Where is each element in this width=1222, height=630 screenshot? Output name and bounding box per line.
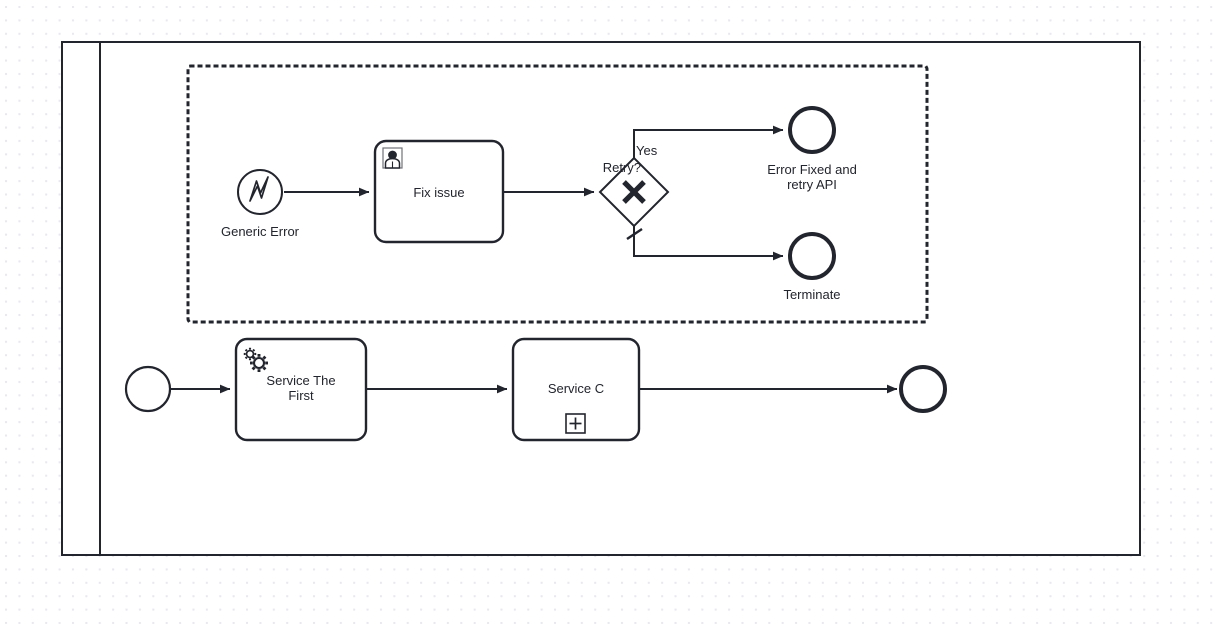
gateway-x-icon	[622, 180, 646, 204]
user-task-icon	[382, 147, 403, 169]
pool-body[interactable]	[61, 41, 1141, 556]
terminate-end-event[interactable]	[788, 232, 836, 280]
main-start-event[interactable]	[124, 365, 172, 413]
fix-issue-task[interactable]	[373, 139, 505, 244]
sequence-flows-subprocess	[284, 125, 784, 261]
service-task-gear-icon	[243, 347, 268, 372]
error-event-subprocess[interactable]	[186, 64, 929, 324]
retry-gateway[interactable]	[598, 156, 670, 228]
end-event-icon[interactable]	[788, 106, 836, 154]
subprocess-plus-icon	[565, 413, 586, 434]
error-fixed-end-event[interactable]	[788, 106, 836, 154]
generic-error-event[interactable]	[237, 169, 283, 215]
flow-gateway-yes[interactable]	[633, 125, 784, 158]
flow-gateway-default[interactable]	[633, 226, 784, 261]
default-flow-marker-icon	[626, 228, 643, 240]
process-pool[interactable]	[61, 41, 1141, 556]
end-event-icon[interactable]	[899, 365, 947, 413]
start-event-icon[interactable]	[124, 365, 172, 413]
subprocess-box[interactable]	[511, 337, 641, 442]
task-box[interactable]	[234, 337, 368, 442]
main-end-event[interactable]	[899, 365, 947, 413]
end-event-icon[interactable]	[788, 232, 836, 280]
event-subprocess-border[interactable]	[186, 64, 929, 324]
service-the-first-task[interactable]	[234, 337, 368, 442]
error-event-icon	[249, 176, 269, 202]
service-c-subprocess[interactable]	[511, 337, 641, 442]
task-box[interactable]	[373, 139, 505, 244]
